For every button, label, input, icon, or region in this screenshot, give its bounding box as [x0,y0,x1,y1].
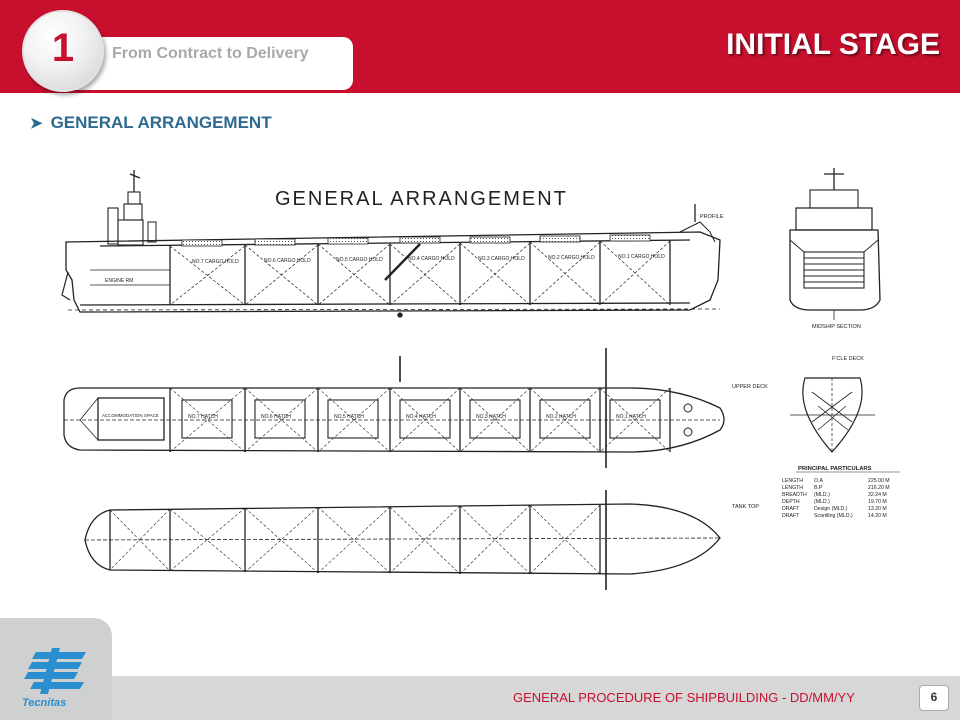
profile-view [61,170,721,318]
particular-value: 225.00 M [868,478,890,484]
upper-deck-plan [63,348,725,590]
hold-label-2: NO.2 CARGO HOLD [548,255,595,261]
label-profile: PROFILE [700,214,724,220]
company-logo: Tecnitas [22,648,86,709]
footer: Tecnitas GENERAL PROCEDURE OF SHIPBUILDI… [0,618,960,720]
hatch-label-5: NO.5 HATCH [334,414,364,420]
principal-particulars: PRINCIPAL PARTICULARS LENGTH O.A 225.00 … [782,466,900,519]
particular-basis: Scantling (MLD.) [814,513,853,519]
particular-label: DRAFT [782,513,800,519]
logo-stripes-icon [24,648,86,694]
hatch-label-6: NO.6 HATCH [261,414,291,420]
stage-title: INITIAL STAGE [726,28,940,61]
label-midship-section: MIDSHIP SECTION [812,324,861,330]
header-bar: From Contract to Delivery 1 INITIAL STAG… [0,0,960,93]
tank-top-plan [84,503,721,575]
chapter-tab-label: From Contract to Delivery [112,45,309,62]
particular-label: LENGTH [782,478,803,484]
arrow-bullet-icon: ➤ [30,115,43,132]
midship-section [789,168,881,320]
hold-label-6: NO.6 CARGO HOLD [264,258,311,264]
drawing-title: GENERAL ARRANGEMENT [275,188,568,210]
particular-basis: (MLD.) [814,499,830,505]
particular-value: 216.20 M [868,485,890,491]
chapter-tab: From Contract to Delivery [62,37,353,90]
particular-basis: B.P [814,485,823,491]
hatch-label-4: NO.4 HATCH [406,414,436,420]
particular-label: LENGTH [782,485,803,491]
section-title: GENERAL ARRANGEMENT [50,113,272,132]
footer-logo-block: Tecnitas [0,618,112,720]
hatch-label-7: NO.7 HATCH [188,414,218,420]
section-heading: ➤ GENERAL ARRANGEMENT [30,113,272,133]
hatch-label-1: NO.1 HATCH [616,414,646,420]
hold-label-5: NO.5 CARGO HOLD [336,257,383,263]
label-accommodation: ACCOMMODATION SPACE [102,413,159,418]
label-tank-top: TANK TOP [732,504,759,510]
particular-value: 14.20 M [868,513,887,519]
label-engine-room: ENGINE RM [105,278,133,284]
hold-label-4: NO.4 CARGO HOLD [408,256,455,262]
particular-basis: (MLD.) [814,492,830,498]
hold-label-3: NO.3 CARGO HOLD [478,256,525,262]
label-fcle-deck: F'CLE DECK [832,356,864,362]
particular-value: 19.70 M [868,499,887,505]
label-upper-deck: UPPER DECK [732,384,768,390]
hold-label-7: NO.7 CARGO HOLD [192,259,239,265]
particular-label: DRAFT [782,506,800,512]
page-number: 6 [930,690,938,704]
particular-value: 32.24 M [868,492,887,498]
footer-text: GENERAL PROCEDURE OF SHIPBUILDING - DD/M… [513,690,855,705]
logo-text: Tecnitas [22,697,66,709]
hold-label-1: NO.1 CARGO HOLD [618,254,665,260]
particular-label: DEPTH [782,499,800,505]
particulars-title: PRINCIPAL PARTICULARS [798,466,872,472]
particular-basis: Design (MLD.) [814,506,848,512]
particular-label: BREADTH [782,492,807,498]
hatch-label-2: NO.2 HATCH [546,414,576,420]
section-number: 1 [51,26,75,70]
particular-value: 13.20 M [868,506,887,512]
footer-bar [0,676,960,720]
page-number-box: 6 [919,685,949,711]
hatch-label-3: NO.3 HATCH [476,414,506,420]
section-number-badge: 1 [22,10,104,92]
particular-basis: O.A [814,478,823,484]
fcle-deck-plan [790,377,875,453]
general-arrangement-drawing: GENERAL ARRANGEMENT [61,168,900,590]
